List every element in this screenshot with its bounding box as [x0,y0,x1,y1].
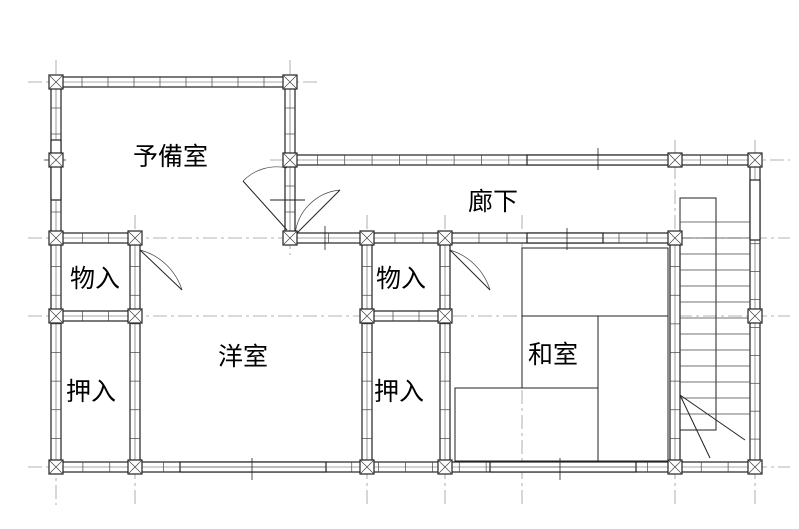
column-cross [282,230,298,246]
column-cross [48,308,64,324]
column-cross [747,459,763,475]
column-cross [282,152,298,168]
column-cross [437,230,453,246]
column-cross [667,230,683,246]
room-label-spare-room: 予備室 [133,142,208,171]
room-label-hallway: 廊下 [468,187,518,216]
column-cross [747,152,763,168]
column-cross [127,459,143,475]
stair-arrow [679,394,746,459]
room-label-japanese-room: 和室 [528,340,578,369]
column-cross [747,308,763,324]
column-cross [437,459,453,475]
column-cross [282,74,298,90]
columns [48,74,763,475]
windows [44,139,761,480]
staircase [679,197,750,459]
column-cross [359,308,375,324]
room-label-western-room: 洋室 [218,342,268,371]
doors [139,166,491,291]
column-cross [667,459,683,475]
column-cross [48,152,64,168]
column-cross [48,230,64,246]
japanese-room-tatami [454,247,669,462]
column-cross [437,308,453,324]
column-cross [359,459,375,475]
room-label-closet-left-large: 押入 [66,377,116,406]
column-cross [48,459,64,475]
room-label-closet-center-small: 物入 [376,264,426,293]
room-label-closet-center-large: 押入 [374,377,424,406]
column-cross [48,74,64,90]
column-cross [127,308,143,324]
column-cross [127,230,143,246]
column-cross [359,230,375,246]
room-label-closet-left-small: 物入 [70,264,120,293]
column-cross [667,152,683,168]
